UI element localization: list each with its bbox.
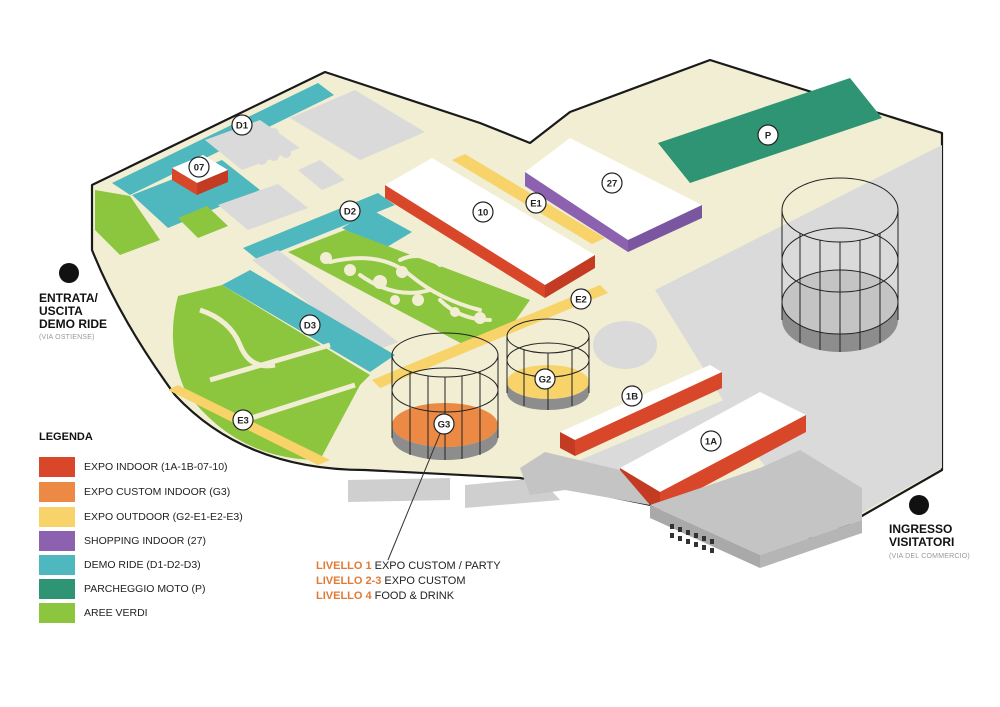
d1-dots xyxy=(245,128,291,165)
level-key: LIVELLO 2-3 xyxy=(316,575,382,587)
svg-text:27: 27 xyxy=(607,179,618,190)
legend-item: DEMO RIDE (D1-D2-D3) xyxy=(39,555,201,575)
legend-label: AREE VERDI xyxy=(84,607,148,619)
legend-label: EXPO INDOOR (1A-1B-07-10) xyxy=(84,461,228,473)
entrance-east-line: VISITATORI xyxy=(889,535,955,549)
label-e1[interactable]: E1 xyxy=(525,192,547,214)
legend-swatch xyxy=(39,531,75,551)
legend-label: SHOPPING INDOOR (27) xyxy=(84,535,206,547)
svg-text:07: 07 xyxy=(194,163,205,174)
level-text: EXPO CUSTOM xyxy=(384,575,466,587)
label-g2[interactable]: G2 xyxy=(534,368,556,390)
legend-item: SHOPPING INDOOR (27) xyxy=(39,531,206,551)
historic-buildings xyxy=(348,450,862,568)
grey-block xyxy=(298,160,345,190)
legend-item: EXPO INDOOR (1A-1B-07-10) xyxy=(39,457,228,477)
entrance-east-line: INGRESSO xyxy=(889,522,953,536)
green-area[interactable] xyxy=(95,190,160,255)
label-d1[interactable]: D1 xyxy=(231,114,253,136)
g3-leader-line xyxy=(387,423,445,561)
entrance-west-subtitle: (VIA OSTIENSE) xyxy=(39,334,95,341)
label-p[interactable]: P xyxy=(757,124,779,146)
building-1b[interactable] xyxy=(560,365,722,456)
svg-text:D2: D2 xyxy=(344,207,356,218)
green-area[interactable] xyxy=(178,206,228,238)
svg-text:10: 10 xyxy=(478,208,489,219)
expo-outdoor-e2[interactable] xyxy=(372,285,608,388)
label-10[interactable]: 10 xyxy=(472,201,494,223)
entrance-west-line: USCITA xyxy=(39,304,83,318)
map-labels: D1 07 D2 10 E1 27 P E2 D3 G2 1B E3 G3 1A xyxy=(188,114,779,452)
level-text: FOOD & DRINK xyxy=(374,590,455,602)
legend-label: PARCHEGGIO MOTO (P) xyxy=(84,583,206,595)
entrance-east-subtitle: (VIA DEL COMMERCIO) xyxy=(889,553,970,560)
legend-title: LEGENDA xyxy=(39,431,93,443)
legend-swatch xyxy=(39,555,75,575)
label-1b[interactable]: 1B xyxy=(621,385,643,407)
svg-text:1B: 1B xyxy=(626,392,638,403)
demo-ride-d2-box[interactable] xyxy=(342,210,412,250)
legend-swatch xyxy=(39,507,75,527)
gasometer-east xyxy=(781,177,899,352)
grey-block xyxy=(218,184,308,230)
round-plaza xyxy=(593,321,657,369)
entrance-east-title: INGRESSO VISITATORI xyxy=(889,523,954,549)
legend-label: EXPO OUTDOOR (G2-E1-E2-E3) xyxy=(84,511,243,523)
legend-item: EXPO CUSTOM INDOOR (G3) xyxy=(39,482,230,502)
legend-swatch xyxy=(39,457,75,477)
label-e3[interactable]: E3 xyxy=(232,409,254,431)
label-g3[interactable]: G3 xyxy=(433,413,455,435)
label-27[interactable]: 27 xyxy=(601,172,623,194)
level-key: LIVELLO 4 xyxy=(316,590,372,602)
entrance-west-title: ENTRATA/ USCITA DEMO RIDE xyxy=(39,292,107,331)
legend-item: EXPO OUTDOOR (G2-E1-E2-E3) xyxy=(39,507,243,527)
svg-text:E3: E3 xyxy=(237,416,249,427)
park-paths xyxy=(199,307,356,423)
entrance-west-marker[interactable] xyxy=(59,263,79,283)
garden-nodes xyxy=(320,252,486,324)
building-10[interactable] xyxy=(385,158,595,298)
legend-swatch xyxy=(39,482,75,502)
entrance-east-marker[interactable] xyxy=(909,495,929,515)
label-1a[interactable]: 1A xyxy=(700,430,722,452)
svg-text:E1: E1 xyxy=(530,199,542,210)
level-text: EXPO CUSTOM / PARTY xyxy=(374,560,501,572)
svg-text:P: P xyxy=(765,131,772,142)
svg-text:G3: G3 xyxy=(438,420,451,431)
svg-text:G2: G2 xyxy=(539,375,552,386)
legend-item: AREE VERDI xyxy=(39,603,148,623)
legend-swatch xyxy=(39,603,75,623)
svg-text:D1: D1 xyxy=(236,121,249,132)
grey-strip xyxy=(252,250,398,352)
level-key: LIVELLO 1 xyxy=(316,560,372,572)
label-e2[interactable]: E2 xyxy=(570,288,592,310)
legend-item: PARCHEGGIO MOTO (P) xyxy=(39,579,206,599)
entrance-west-line: ENTRATA/ xyxy=(39,291,98,305)
svg-text:D3: D3 xyxy=(304,321,316,332)
label-07[interactable]: 07 xyxy=(188,156,210,178)
label-d3[interactable]: D3 xyxy=(299,314,321,336)
svg-text:E2: E2 xyxy=(575,295,587,306)
legend-label: DEMO RIDE (D1-D2-D3) xyxy=(84,559,201,571)
legend-label: EXPO CUSTOM INDOOR (G3) xyxy=(84,486,231,498)
grey-block xyxy=(290,90,425,160)
legend-swatch xyxy=(39,579,75,599)
entrance-west-line: DEMO RIDE xyxy=(39,317,108,331)
svg-text:1A: 1A xyxy=(705,437,717,448)
label-d2[interactable]: D2 xyxy=(339,200,361,222)
